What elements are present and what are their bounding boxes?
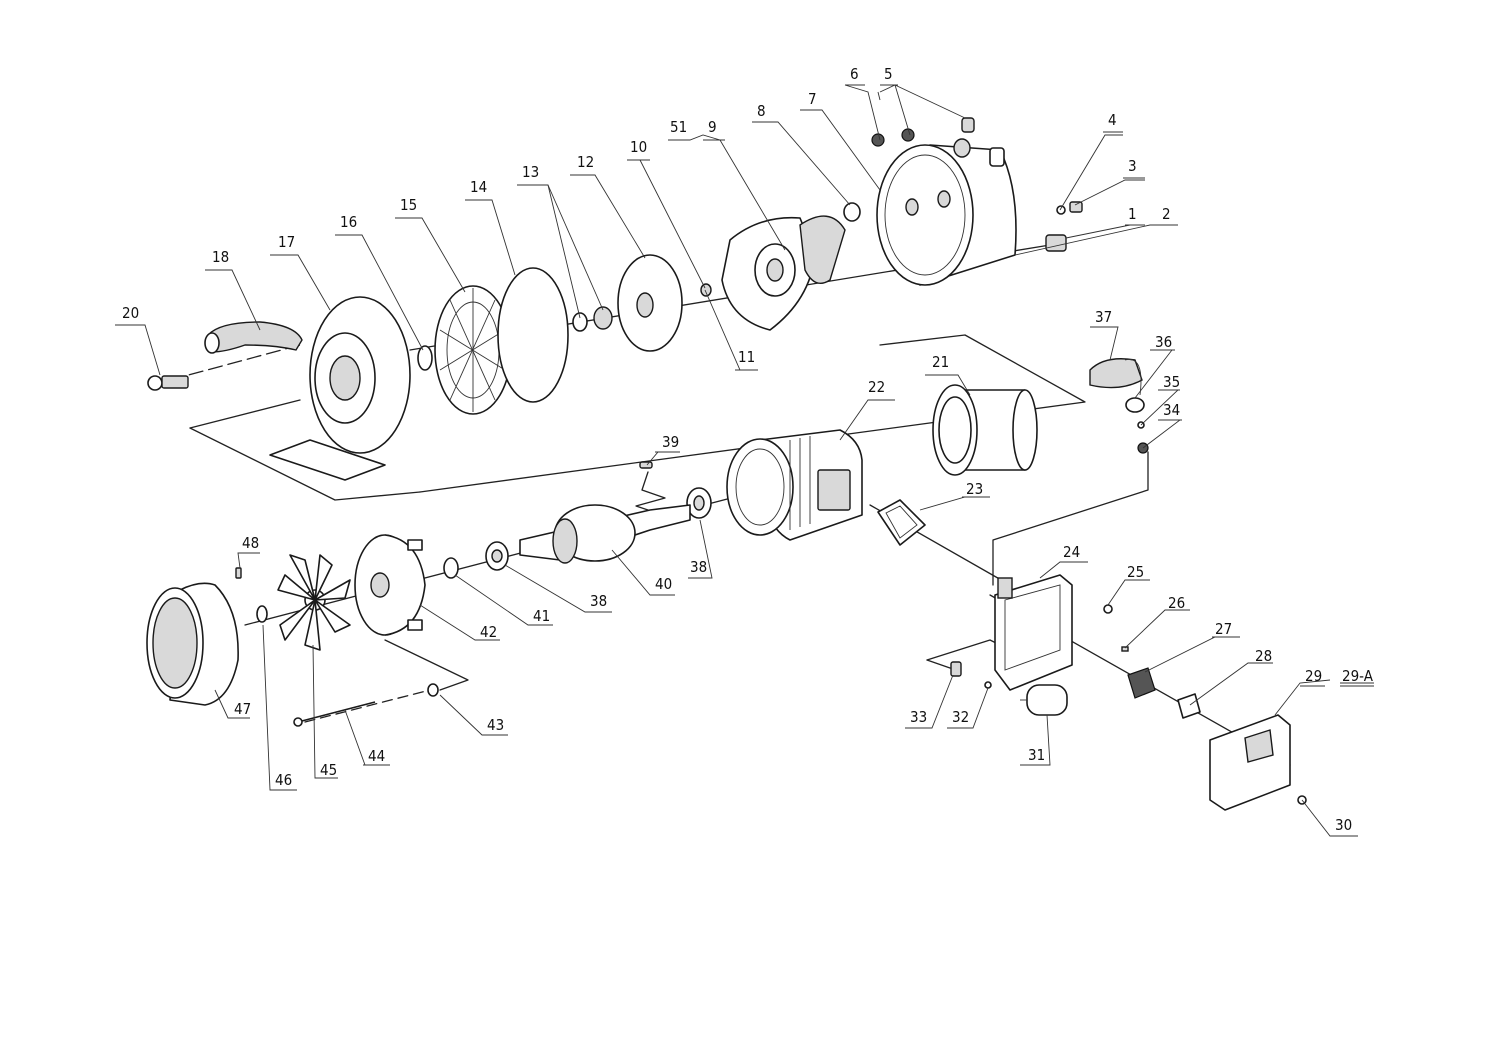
- part-38-bearing-rear: [485, 541, 509, 571]
- part-44-tie-rod: [293, 701, 376, 727]
- part-48-screw: [235, 567, 242, 579]
- part-7-pump-housing: [876, 138, 1017, 286]
- callout-39: 39: [662, 433, 679, 451]
- callout-47: 47: [234, 700, 251, 718]
- part-12-impeller: [617, 254, 683, 352]
- callout-51: 51: [670, 118, 687, 136]
- callout-29-a: 29-A: [1342, 667, 1374, 685]
- part-13-bearings: [572, 306, 613, 332]
- part-25-screw: [1103, 604, 1113, 614]
- callout-9: 9: [708, 118, 717, 136]
- callout-2: 2: [1162, 205, 1171, 223]
- callout-15: 15: [400, 196, 417, 214]
- callout-32: 32: [952, 708, 969, 726]
- part-20-screw: [147, 375, 189, 391]
- callout-16: 16: [340, 213, 357, 231]
- callout-22: 22: [868, 378, 885, 396]
- part-28-seal: [1177, 693, 1201, 719]
- callout-45: 45: [320, 761, 337, 779]
- part-22-motor-body: [726, 429, 863, 541]
- callout-14: 14: [470, 178, 487, 196]
- callout-23: 23: [966, 480, 983, 498]
- part-40-rotor: [519, 504, 691, 564]
- part-37-36-35-34-switch: [1089, 358, 1149, 454]
- callout-13: 13: [522, 163, 539, 181]
- callout-18: 18: [212, 248, 229, 266]
- callout-25: 25: [1127, 563, 1144, 581]
- callout-44: 44: [368, 747, 385, 765]
- callout-46: 46: [275, 771, 292, 789]
- callout-34: 34: [1163, 401, 1180, 419]
- callout-41: 41: [533, 607, 550, 625]
- part-26-screw: [1121, 646, 1129, 652]
- part-32-33-parts: [950, 661, 992, 689]
- part-43-nut: [427, 683, 439, 697]
- part-5-6-plugs: [871, 117, 975, 147]
- part-4-3-1-fittings: [1045, 201, 1083, 252]
- label-underlines: [115, 84, 1374, 837]
- callout-10: 10: [630, 138, 647, 156]
- callout-28: 28: [1255, 647, 1272, 665]
- callout-12: 12: [577, 153, 594, 171]
- part-21-stator: [932, 384, 1038, 476]
- callout-35: 35: [1163, 373, 1180, 391]
- callout-38-rear: 38: [590, 592, 607, 610]
- part-23-gasket: [877, 499, 926, 546]
- part-15-diffuser: [434, 285, 512, 415]
- callout-36: 36: [1155, 333, 1172, 351]
- part-16-seal-ring: [417, 345, 433, 371]
- callout-6: 6: [850, 65, 859, 83]
- part-29-cover: [1209, 714, 1291, 811]
- part-42-end-shield: [354, 534, 426, 636]
- part-24-terminal-box: [994, 574, 1073, 691]
- callout-21: 21: [932, 353, 949, 371]
- callout-37: 37: [1095, 308, 1112, 326]
- part-10-nut: [700, 283, 712, 297]
- part-31-capacitor: [1020, 684, 1068, 716]
- callout-29: 29: [1305, 667, 1322, 685]
- part-17-pump-bracket: [269, 296, 411, 481]
- callout-33: 33: [910, 708, 927, 726]
- callout-40: 40: [655, 575, 672, 593]
- callout-38-front: 38: [690, 558, 707, 576]
- callout-8: 8: [757, 102, 766, 120]
- part-45-fan: [277, 554, 351, 651]
- callout-3: 3: [1128, 157, 1137, 175]
- callout-42: 42: [480, 623, 497, 641]
- part-8-gasket: [843, 202, 861, 222]
- callout-27: 27: [1215, 620, 1232, 638]
- part-38-bearing-front: [686, 487, 712, 519]
- part-14-o-ring: [497, 267, 569, 403]
- callout-1: 1: [1128, 205, 1137, 223]
- callout-11: 11: [738, 348, 755, 366]
- part-9-venturi: [721, 215, 846, 331]
- callout-43: 43: [487, 716, 504, 734]
- callout-7: 7: [808, 90, 817, 108]
- callout-30: 30: [1335, 816, 1352, 834]
- callout-48: 48: [242, 534, 259, 552]
- part-46-circlip: [256, 605, 268, 623]
- callout-31: 31: [1028, 746, 1045, 764]
- callout-17: 17: [278, 233, 295, 251]
- callout-20: 20: [122, 304, 139, 322]
- callout-26: 26: [1168, 594, 1185, 612]
- callout-4: 4: [1108, 111, 1117, 129]
- callout-24: 24: [1063, 543, 1080, 561]
- part-47-fan-cover: [146, 582, 239, 706]
- part-18-handle: [204, 321, 303, 354]
- part-39-key: [639, 461, 653, 469]
- part-27-switch-seal: [1127, 667, 1156, 699]
- callout-labels: 1 2 3 4 5 6 7 8 9 10 11 12 13 14 15 16 1…: [122, 65, 1374, 834]
- callout-5: 5: [884, 65, 893, 83]
- part-41-washer: [443, 557, 459, 579]
